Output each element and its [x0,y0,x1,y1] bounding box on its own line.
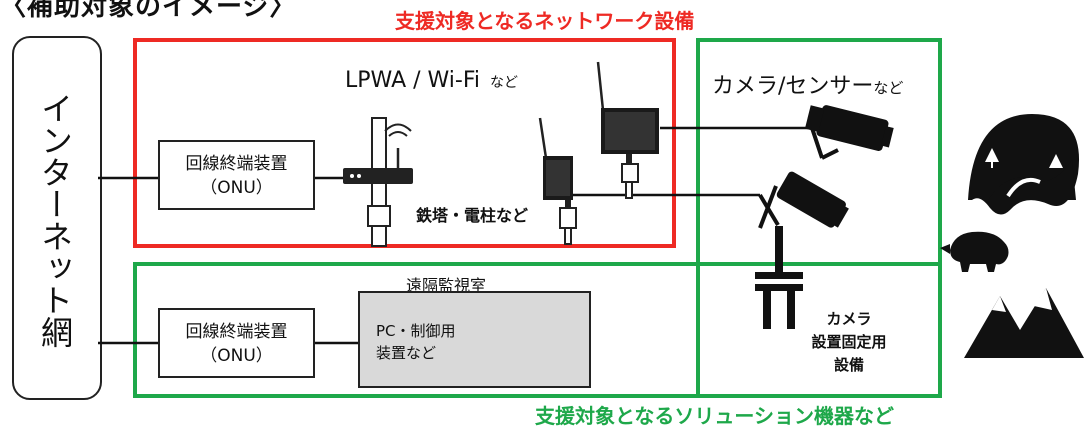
camera-fixture-line3: 設備 [833,356,864,374]
solution-equipment-label: 支援対象となるソリューション機器など [535,404,894,428]
camera-fixture-icon [755,226,803,329]
pc-device-label: PC・制御用 装置など [376,320,456,364]
camera-label-main: カメラ/センサー [712,74,874,99]
forest-road-icon [968,114,1080,215]
mountains-icon [964,288,1084,358]
gateway-icon-lower [538,117,577,245]
wireless-label-main: LPWA / Wi-Fi [345,68,481,93]
onu-bottom-line2: （ONU） [200,346,273,366]
pc-label-line2: 装置など [376,344,437,362]
pc-label-line1: PC・制御用 [376,322,456,340]
router-icon [343,117,413,247]
solution-frame-bottom [133,262,942,398]
onu-box-top: 回線終端装置 （ONU） [158,140,315,210]
solution-frame-right [696,38,942,398]
onu-top-line1: 回線終端装置 [185,154,288,174]
network-equipment-frame [133,38,676,248]
diagram-title: 〈補助対象のイメージ〉 [0,0,297,22]
camera-fixture-label: カメラ 設置固定用 設備 [806,308,892,377]
gateway-icon-upper [596,61,659,199]
internet-label: インターネット網 [36,92,74,348]
internet-box [12,36,102,400]
camera-fixture-line2: 設置固定用 [811,333,887,351]
camera-fixture-line1: カメラ [826,310,872,328]
camera-icon-lower [758,171,849,229]
camera-label-suffix: など [873,79,904,97]
onu-box-bottom: 回線終端装置 （ONU） [158,308,315,378]
pc-device-box [358,291,591,388]
wireless-label-suffix: など [490,75,519,91]
wireless-label: LPWA / Wi-Fi など [345,68,518,93]
camera-icon-upper [804,105,894,160]
network-equipment-label: 支援対象となるネットワーク設備 [395,9,695,33]
onu-top-line2: （ONU） [200,178,273,198]
boar-icon [940,231,1009,272]
onu-bottom-line1: 回線終端装置 [185,322,288,342]
tower-label: 鉄塔・電柱など [416,206,529,225]
camera-sensor-label: カメラ/センサーなど [712,68,903,100]
monitor-room-label: 遠隔監視室 [406,276,487,295]
